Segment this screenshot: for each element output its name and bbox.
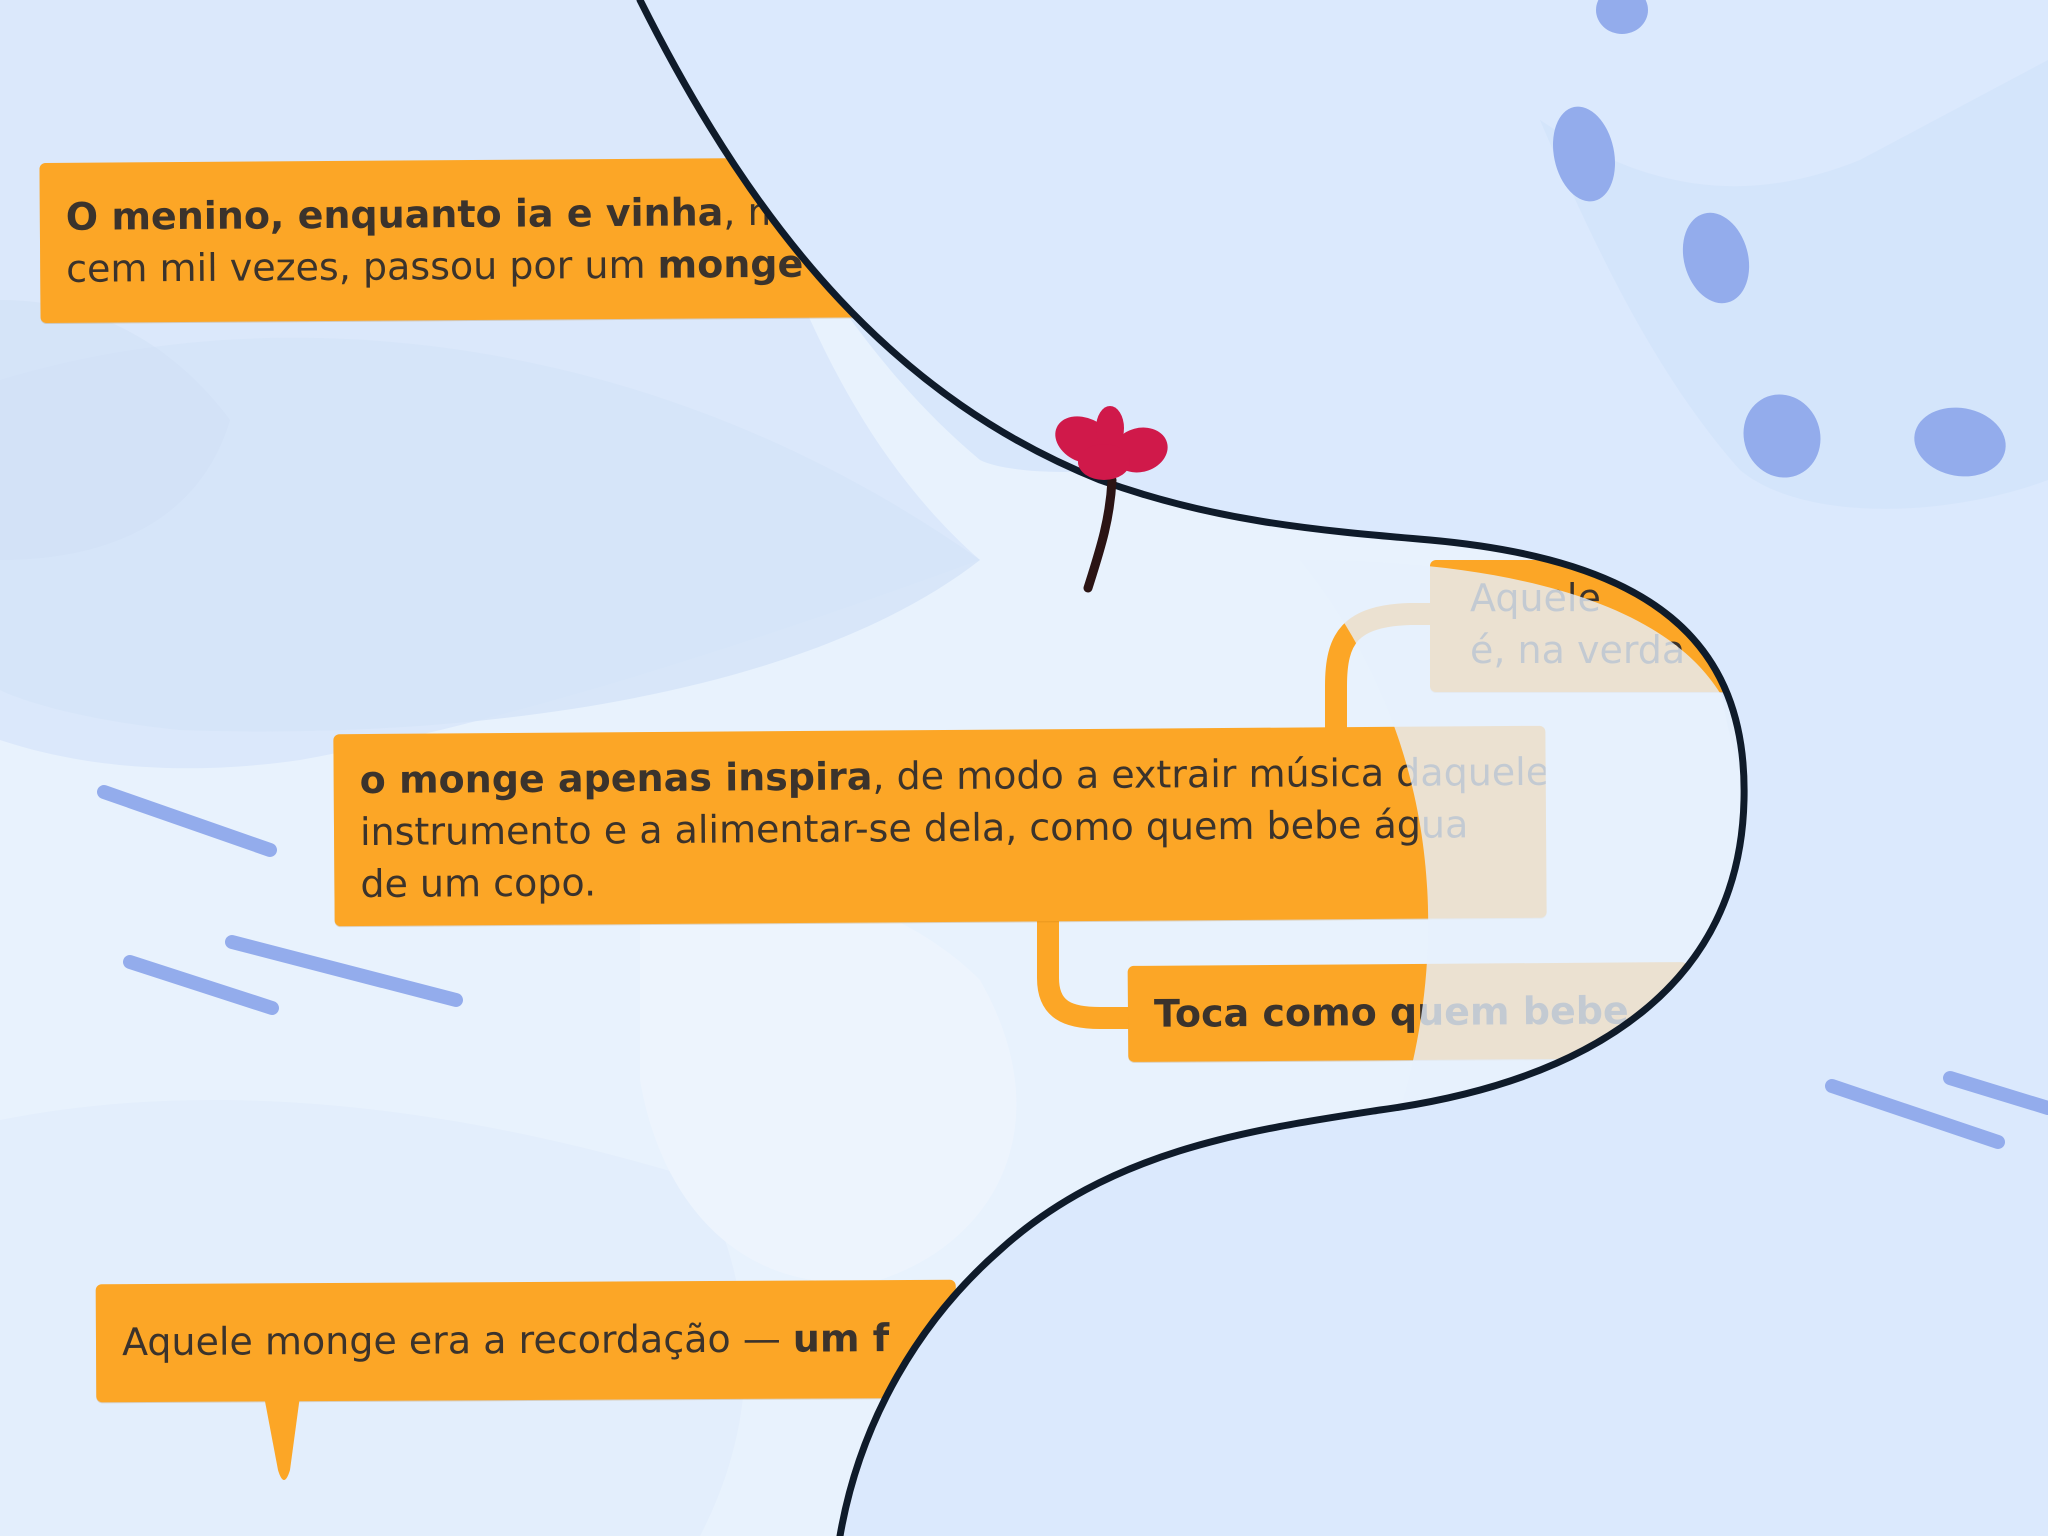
node-recordacao-bold-1: um f — [792, 1316, 890, 1361]
node-inspira-line-2: instrumento e a alimentar-se dela, como … — [359, 802, 1469, 855]
topic-node-aquele[interactable]: Aquele é, na verda — [1430, 560, 1730, 692]
node-menino-text-1: , mil v — [723, 189, 841, 235]
node-aquele-line-1: Aquele — [1470, 576, 1601, 620]
node-aquele-line-2: é, na verda — [1470, 628, 1686, 672]
node-menino-text-2: cem mil vezes, passou por um — [66, 242, 658, 291]
node-toca-bold-1: Toca como quem bebe — [1153, 988, 1629, 1036]
topic-node-menino[interactable]: O menino, enquanto ia e vinha, mil v cem… — [39, 157, 901, 323]
node-menino-line-1: O menino, enquanto ia e vinha, mil v — [66, 185, 874, 243]
node-menino-line-2: cem mil vezes, passou por um monge — [66, 237, 874, 295]
node-inspira-line-1: o monge apenas inspira, de modo a extrai… — [359, 746, 1547, 806]
topic-node-recordacao[interactable]: Aquele monge era a recordação — um f — [95, 1279, 957, 1403]
node-recordacao-text-1: Aquele monge era a recordação — — [121, 1316, 793, 1365]
node-inspira-text-1: , de modo a extrair música daquele — [872, 749, 1547, 799]
topic-node-toca[interactable]: Toca como quem bebe — [1127, 962, 1689, 1062]
node-menino-bold-1: O menino, enquanto ia e vinha — [65, 190, 724, 239]
topic-node-inspira[interactable]: o monge apenas inspira, de modo a extrai… — [333, 725, 1547, 927]
node-inspira-line-3: de um copo. — [360, 860, 597, 907]
node-inspira-bold-1: o monge apenas inspira — [359, 754, 873, 803]
node-menino-bold-2: monge — [657, 241, 804, 287]
